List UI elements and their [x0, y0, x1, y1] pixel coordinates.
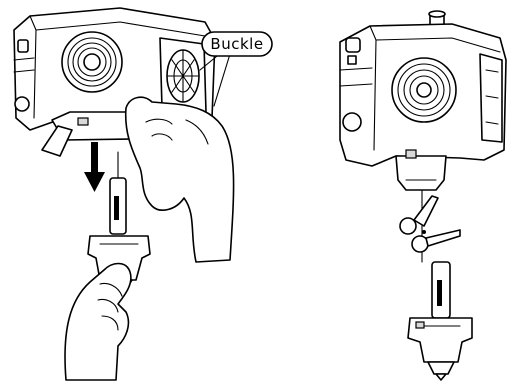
down-arrow-icon: [84, 142, 105, 192]
right-extruder-body: [340, 11, 506, 190]
side-fan: [160, 38, 206, 112]
left-figure: Buckle: [14, 8, 272, 380]
left-bottom-hand: [65, 264, 131, 381]
right-hotend: [408, 262, 472, 380]
right-figure: [340, 11, 506, 380]
scissors-icon: [400, 196, 460, 252]
buckle-label: Buckle: [210, 35, 263, 53]
right-fan-icon: [392, 58, 456, 122]
fan-icon: [62, 32, 122, 92]
